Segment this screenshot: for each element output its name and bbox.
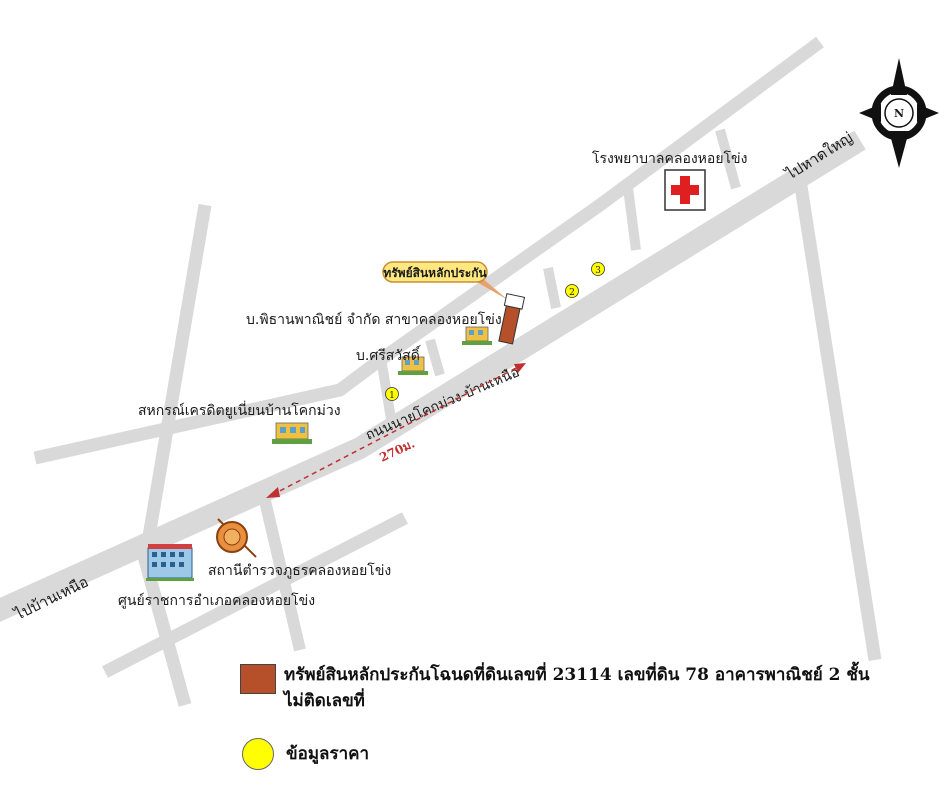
soi-1 — [375, 351, 397, 426]
price-marker-3: 3 — [591, 262, 605, 276]
police-badge-icon — [216, 518, 257, 558]
collateral-callout-label: ทรัพย์สินหลักประกัน — [383, 266, 487, 280]
pithan-company-label: บ.พิธานพาณิชย์ จำกัด สาขาคลองหอยโข่ง — [246, 311, 502, 328]
red-cross-icon — [664, 169, 706, 211]
soi-3 — [543, 267, 561, 309]
collateral-property-marker — [498, 293, 526, 345]
police-side-road — [256, 486, 306, 652]
main-road — [0, 130, 866, 622]
compass-north-label: N — [894, 107, 904, 120]
price-marker-3-number: 3 — [595, 266, 601, 276]
srisawat-company-label: บ.ศรีสวัสดิ์ — [356, 345, 422, 364]
left-vertical-road — [138, 203, 212, 707]
soi-5 — [715, 128, 741, 190]
legend-collateral: ทรัพย์สินหลักประกันโฉนดที่ดินเลขที่ 2311… — [240, 662, 870, 714]
collateral-callout: ทรัพย์สินหลักประกัน — [382, 261, 508, 300]
building-icon — [462, 326, 492, 345]
cooperative-label: สหกรณ์เครดิตยูเนี่ยนบ้านโคกม่วง — [138, 401, 341, 419]
building-icon — [398, 356, 428, 375]
building-icon — [272, 422, 312, 444]
government-building-icon — [146, 544, 194, 581]
legend-price-info-label: ข้อมูลราคา — [286, 744, 370, 764]
price-info-swatch — [242, 738, 274, 770]
hospital-label: โรงพยาบาลคลองหอยโข่ง — [592, 150, 747, 167]
soi-2 — [425, 338, 445, 377]
price-marker-2: 2 — [565, 284, 579, 298]
legend-price-info: ข้อมูลราคา — [242, 738, 369, 770]
price-marker-2-number: 2 — [569, 288, 575, 298]
legend-collateral-line1: ทรัพย์สินหลักประกันโฉนดที่ดินเลขที่ 2311… — [284, 665, 870, 685]
north-compass-icon: N — [859, 58, 939, 168]
legend-collateral-line2: ไม่ติดเลขที่ — [284, 691, 365, 711]
price-marker-1: 1 — [385, 387, 399, 401]
district-office-label: ศูนย์ราชการอำเภอคลองหอยโข่ง — [118, 592, 315, 609]
lower-road — [102, 512, 408, 678]
distance-indicator — [266, 363, 526, 498]
right-vertical-road — [793, 178, 882, 662]
collateral-swatch — [240, 664, 276, 694]
road-network — [0, 36, 882, 707]
price-marker-1-number: 1 — [389, 391, 395, 401]
police-station-label: สถานีตำรวจภูธรคลองหอยโข่ง — [208, 562, 391, 579]
soi-4 — [623, 187, 641, 251]
